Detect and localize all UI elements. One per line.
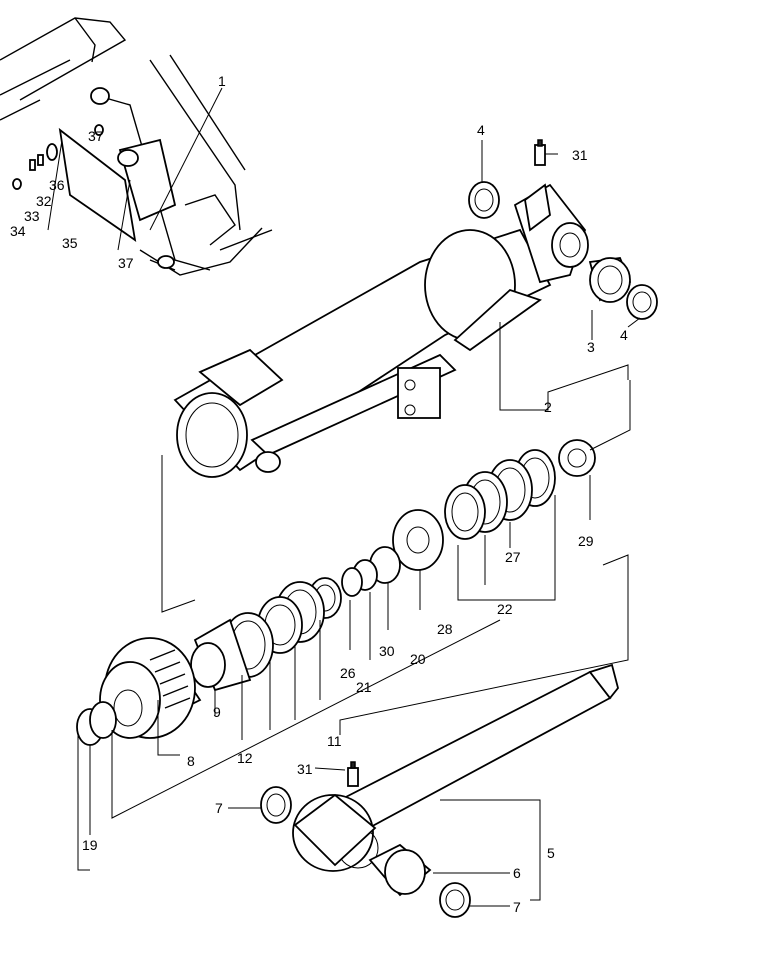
part-29-nut [558, 439, 596, 477]
callout-9: 9 [213, 704, 221, 720]
callout-5: 5 [547, 845, 555, 861]
callout-31-top: 31 [572, 147, 588, 163]
callout-37-top: 37 [88, 128, 104, 144]
callout-37-bottom: 37 [118, 255, 134, 271]
callout-2: 2 [544, 399, 552, 415]
part-6-bushing [368, 843, 432, 897]
cylinder-barrel [173, 183, 589, 478]
callout-6: 6 [513, 865, 521, 881]
callout-27: 27 [505, 549, 521, 565]
callout-19: 19 [82, 837, 98, 853]
part-7-seal-right [439, 882, 471, 918]
part-7-seal-left [260, 786, 292, 824]
part-5-piston-rod [292, 663, 619, 872]
part-3-bushing [588, 257, 632, 303]
part-31-grease-fitting-upper [534, 139, 546, 166]
part-9-ring [190, 642, 226, 688]
part-4-seal-right [626, 284, 658, 320]
callout-33: 33 [24, 208, 40, 224]
callout-4-top: 4 [477, 122, 485, 138]
callout-30: 30 [379, 643, 395, 659]
callout-34: 34 [10, 223, 26, 239]
callout-7-left: 7 [215, 800, 223, 816]
callout-32: 32 [36, 193, 52, 209]
piston-seal-stack [190, 439, 596, 692]
callout-26: 26 [340, 665, 356, 681]
callout-8: 8 [187, 753, 195, 769]
part-4-seal-upper [468, 181, 500, 219]
callout-4-right: 4 [620, 327, 628, 343]
callout-12: 12 [237, 750, 253, 766]
callout-31-bottom: 31 [297, 761, 313, 777]
leader-lines [47, 87, 641, 907]
callout-35: 35 [62, 235, 78, 251]
part-31-grease-fitting-lower [347, 761, 359, 787]
callout-28: 28 [437, 621, 453, 637]
callout-11: 11 [327, 733, 342, 749]
callout-22: 22 [497, 601, 513, 617]
callout-7-right: 7 [513, 899, 521, 915]
callout-36: 36 [49, 177, 65, 193]
callout-29: 29 [578, 533, 594, 549]
callout-1: 1 [218, 73, 226, 89]
callout-21: 21 [356, 679, 372, 695]
callout-3: 3 [587, 339, 595, 355]
part-28-washer [392, 509, 444, 571]
callout-labels: 1 4 31 37 36 32 33 34 35 37 3 4 2 29 27 … [10, 73, 628, 915]
loader-arm-inset [0, 17, 273, 276]
callout-20: 20 [410, 651, 426, 667]
